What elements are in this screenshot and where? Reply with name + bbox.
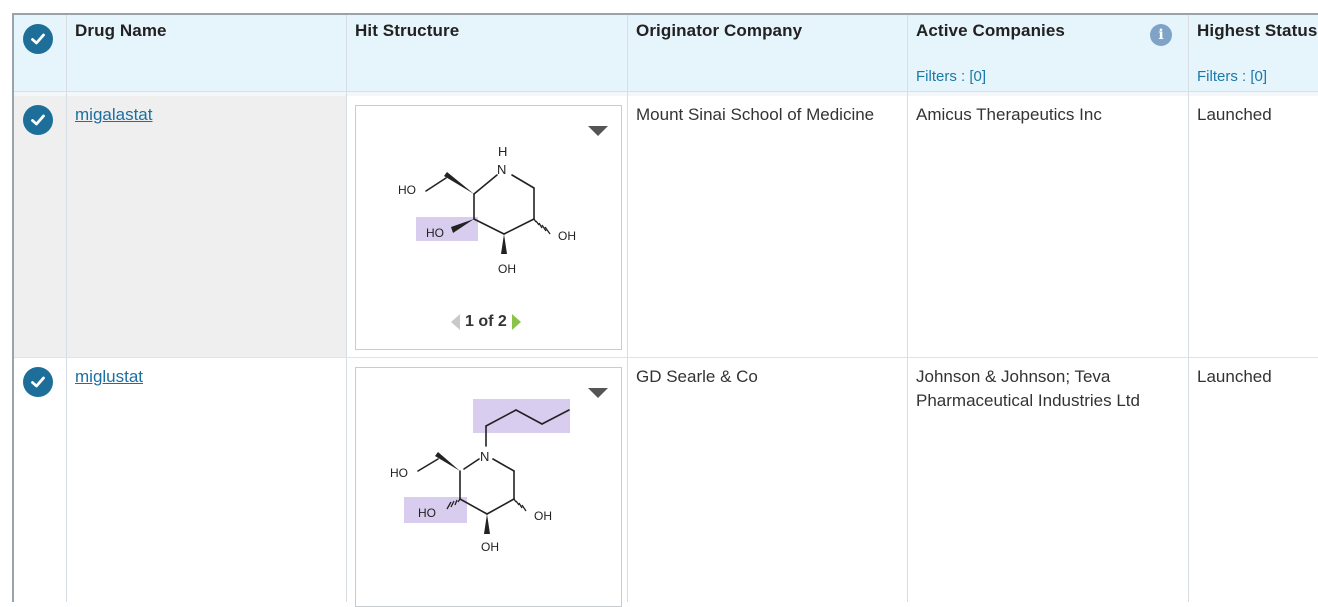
atom-label-oh: OH [481, 540, 499, 554]
col-header-highest-status[interactable]: Highest Status [1197, 21, 1318, 40]
results-table: Drug Name Hit Structure Originator Compa… [14, 15, 1318, 607]
atom-label-oh: OH [498, 262, 516, 276]
atom-label-n: N [480, 449, 489, 464]
header-gap [14, 92, 1318, 96]
filter-count: : [0] [1242, 68, 1268, 85]
col-divider [66, 15, 67, 602]
pager-text: 1 of 2 [465, 313, 507, 330]
structure-card[interactable]: H N HO HO OH OH 1 of 2 [355, 105, 622, 350]
row-checkbox[interactable] [23, 105, 53, 135]
filter-label[interactable]: Filters [1197, 68, 1238, 85]
active-companies-cell: Johnson & Johnson; Teva Pharmaceutical I… [916, 367, 1140, 410]
drug-link-miglustat[interactable]: miglustat [75, 367, 144, 386]
info-icon[interactable]: i [1150, 24, 1172, 46]
originator-cell: Mount Sinai School of Medicine [636, 105, 875, 124]
col-header-hit-structure[interactable]: Hit Structure [355, 21, 460, 40]
highest-status-cell: Launched [1197, 367, 1272, 386]
highlight-region [473, 399, 570, 433]
col-header-drug-name[interactable]: Drug Name [75, 21, 167, 40]
atom-label-ho: HO [390, 466, 408, 480]
header-separator [14, 91, 1318, 92]
row-1-shade-drug [67, 96, 347, 357]
col-divider [1188, 15, 1189, 602]
dropdown-arrow-icon[interactable] [588, 126, 608, 136]
originator-cell: GD Searle & Co [636, 367, 758, 386]
structure-pager: 1 of 2 [451, 313, 521, 331]
highest-status-cell: Launched [1197, 105, 1272, 124]
atom-label-h: H [498, 144, 507, 159]
filter-count: : [0] [961, 68, 987, 85]
select-all-checkbox[interactable] [23, 24, 53, 54]
atom-label-oh: OH [534, 509, 552, 523]
col-header-originator[interactable]: Originator Company [636, 21, 803, 40]
atom-label-ho: HO [418, 506, 436, 520]
atom-label-ho: HO [426, 226, 444, 240]
active-companies-filter[interactable]: Filters : [0] [916, 68, 986, 85]
atom-label-oh: OH [558, 229, 576, 243]
filter-label[interactable]: Filters [916, 68, 957, 85]
table-frame-left [12, 13, 14, 602]
check-circle-icon [31, 33, 45, 45]
table-header [14, 15, 1318, 91]
highest-status-filter[interactable]: Filters : [0] [1197, 68, 1267, 85]
structure-migalastat: H N HO HO OH OH [398, 144, 576, 276]
table-frame-top [12, 13, 1318, 15]
active-companies-cell: Amicus Therapeutics Inc [916, 105, 1102, 124]
structure-miglustat: N HO HO OH OH [390, 399, 570, 554]
col-header-active-companies[interactable]: Active Companies [916, 21, 1065, 40]
highlight-region [416, 217, 478, 241]
prev-page-icon[interactable] [451, 314, 460, 330]
col-divider [627, 15, 628, 602]
check-circle-icon [31, 376, 45, 388]
drug-link-migalastat[interactable]: migalastat [75, 105, 153, 124]
row-1-shade-check [14, 96, 67, 357]
col-divider [907, 15, 908, 602]
dropdown-arrow-icon[interactable] [588, 388, 608, 398]
row-separator [14, 357, 1318, 358]
atom-label-n: N [497, 162, 506, 177]
check-circle-icon [31, 114, 45, 126]
row-checkbox[interactable] [23, 367, 53, 397]
structure-card[interactable]: N HO HO OH OH [355, 367, 622, 607]
atom-label-ho: HO [398, 183, 416, 197]
col-divider [346, 15, 347, 602]
next-page-icon[interactable] [511, 314, 521, 330]
